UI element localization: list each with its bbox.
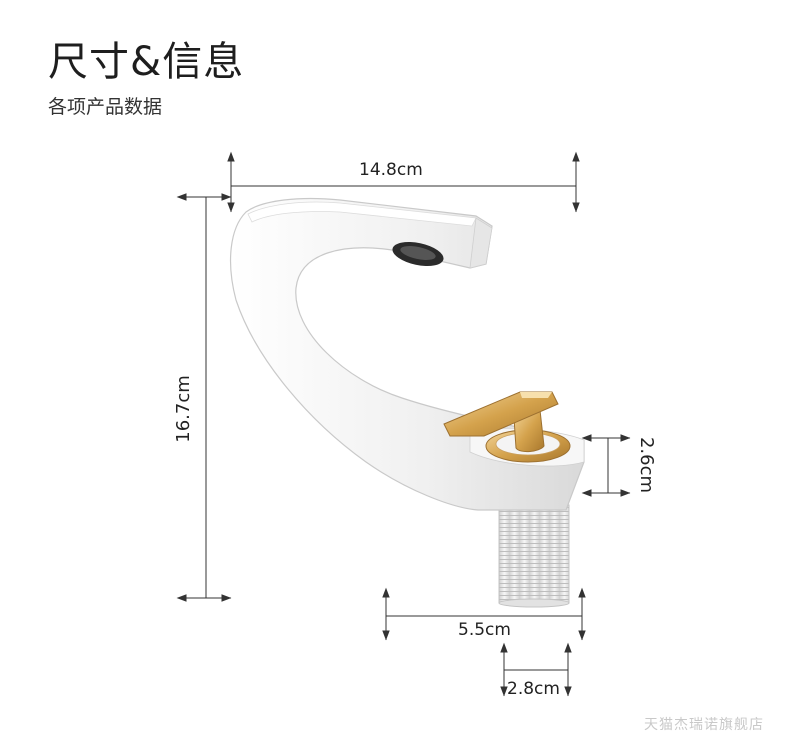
shank-width-dimension-line [500, 642, 572, 697]
faucet-spout-front [469, 217, 493, 269]
page-title: 尺寸&信息 [48, 39, 245, 85]
height-dimension-line [176, 193, 232, 602]
width-dimension-label: 14.8cm [359, 160, 423, 180]
faucet-shank [498, 504, 570, 604]
faucet-illustration [229, 197, 585, 608]
shank-width-dimension-label: 2.8cm [507, 679, 560, 699]
base-height-dimension-line [581, 434, 631, 497]
handle-stem [513, 409, 545, 453]
height-dimension-label: 16.7cm [172, 375, 194, 443]
dimension-lines [176, 151, 631, 697]
faucet-spout-top [247, 201, 477, 227]
width-dimension-line [227, 151, 580, 213]
store-watermark: 天猫杰瑞诺旗舰店 [644, 717, 764, 733]
base-width-dimension-label: 5.5cm [458, 620, 511, 640]
base-height-dimension-label: 2.6cm [636, 436, 658, 494]
base-width-dimension-line [382, 587, 586, 641]
page-subtitle: 各项产品数据 [48, 96, 163, 118]
